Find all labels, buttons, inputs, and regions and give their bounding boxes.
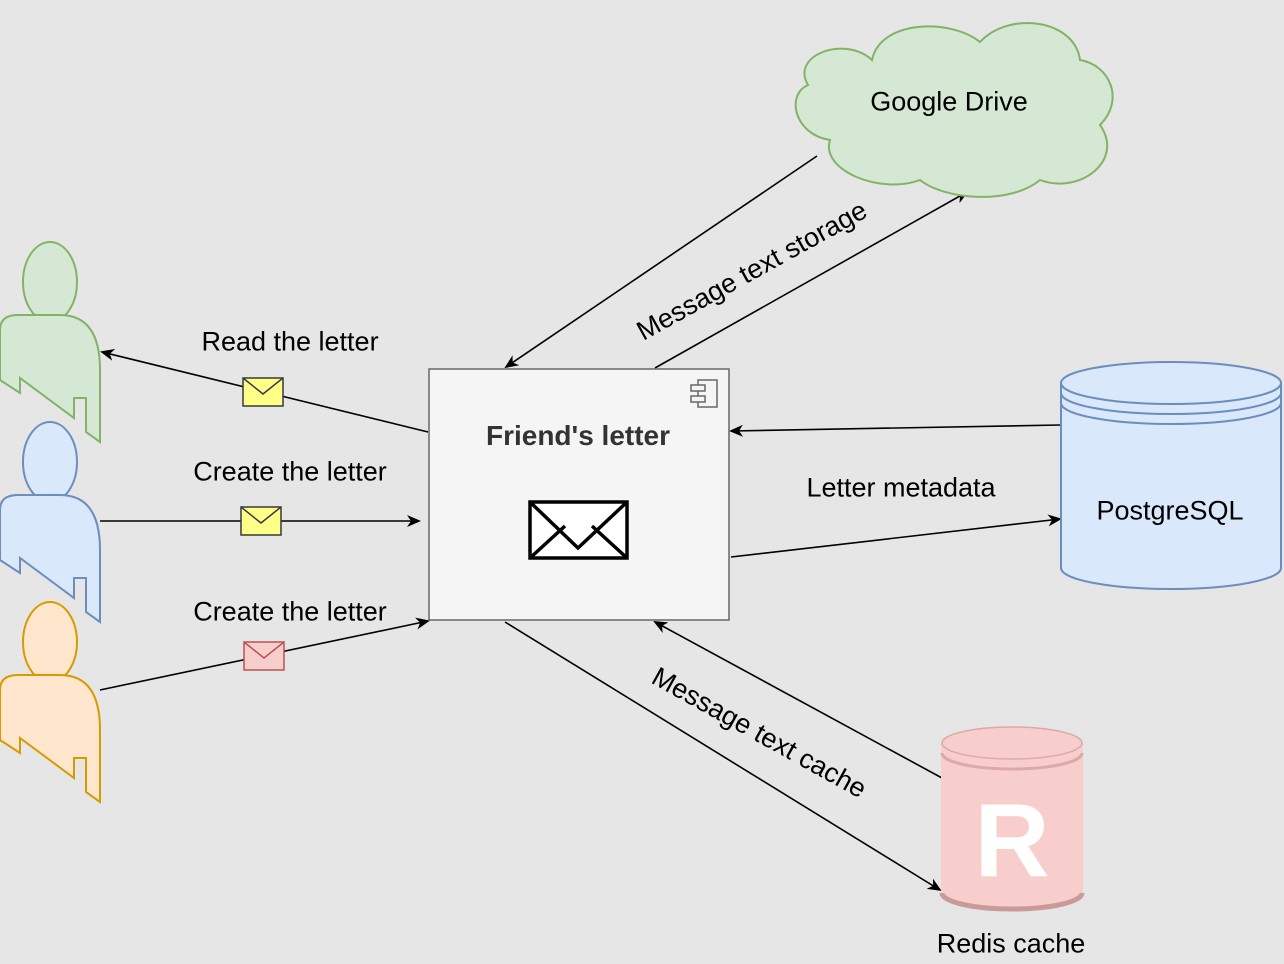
message-yellow-create [240, 506, 282, 536]
redis-logo-letter: R [974, 783, 1049, 899]
user-green [0, 241, 101, 444]
message-red-create [243, 641, 285, 671]
user-blue [0, 421, 101, 624]
edge-label-create-1: Create the letter [193, 456, 387, 487]
component-title: Friend's letter [485, 420, 671, 451]
redis-cylinder: R [939, 726, 1085, 912]
component-box [428, 368, 730, 621]
envelope-icon [528, 500, 629, 560]
edge-box-to-redis [504, 621, 942, 892]
component-icon [690, 379, 718, 408]
edge-redis-to-box [653, 621, 943, 779]
edge-label-read: Read the letter [201, 326, 379, 357]
edge-label-metadata: Letter metadata [806, 472, 996, 503]
redis-label: Redis cache [936, 928, 1086, 959]
edge-drive-to-box [504, 155, 818, 369]
edge-box-to-drive [654, 191, 969, 369]
user-orange [0, 601, 101, 804]
edge-pg-to-box [729, 424, 1061, 437]
edge-box-to-pg [730, 514, 1062, 558]
cloud-google-drive [794, 22, 1114, 198]
edge-label-create-2: Create the letter [193, 596, 387, 627]
google-drive-label: Google Drive [870, 86, 1028, 117]
postgres-label: PostgreSQL [1096, 495, 1244, 526]
message-yellow-read [242, 377, 284, 407]
postgres-cylinder [1060, 361, 1282, 590]
